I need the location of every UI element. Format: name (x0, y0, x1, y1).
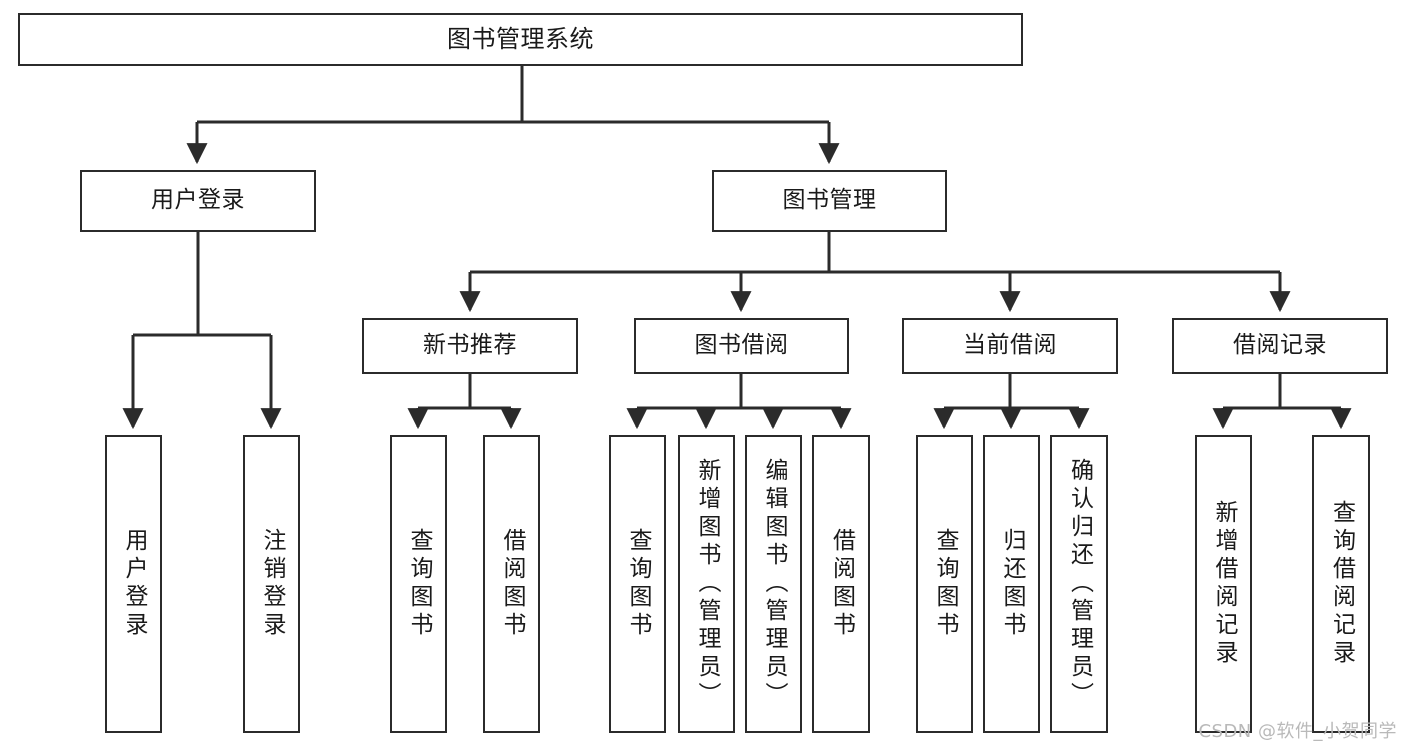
node-leaf-add-book-admin-label: 新增图书（管理员） (694, 458, 720, 710)
node-leaf-query-book-borrow-label: 查询图书 (625, 528, 651, 640)
node-current-borrow[interactable]: 当前借阅 (902, 318, 1118, 374)
node-leaf-return-book[interactable]: 归还图书 (983, 435, 1040, 733)
node-leaf-add-borrow-record-label: 新增借阅记录 (1211, 500, 1237, 668)
node-new-book-recommend[interactable]: 新书推荐 (362, 318, 578, 374)
node-leaf-borrow-book-recommend-label: 借阅图书 (499, 528, 525, 640)
node-book-borrow-label: 图书借阅 (694, 332, 789, 359)
node-leaf-edit-book-admin[interactable]: 编辑图书（管理员） (745, 435, 802, 733)
node-leaf-confirm-return-admin[interactable]: 确认归还（管理员） (1050, 435, 1108, 733)
node-leaf-query-book-borrow[interactable]: 查询图书 (609, 435, 666, 733)
node-leaf-logout-label: 注销登录 (259, 528, 285, 640)
node-leaf-borrow-book-label: 借阅图书 (828, 528, 855, 640)
node-leaf-confirm-return-admin-label: 确认归还（管理员） (1066, 458, 1093, 710)
node-root-label: 图书管理系统 (447, 25, 594, 54)
edge-group-current-borrow (933, 374, 1090, 430)
node-root[interactable]: 图书管理系统 (18, 13, 1023, 66)
edge-group-borrow-record (1212, 374, 1352, 430)
node-leaf-query-book-recommend[interactable]: 查询图书 (390, 435, 447, 733)
node-leaf-add-borrow-record[interactable]: 新增借阅记录 (1195, 435, 1252, 733)
node-leaf-borrow-book[interactable]: 借阅图书 (812, 435, 870, 733)
node-current-borrow-label: 当前借阅 (963, 332, 1057, 359)
node-user-login[interactable]: 用户登录 (80, 170, 316, 232)
node-new-book-recommend-label: 新书推荐 (423, 332, 517, 359)
node-leaf-logout[interactable]: 注销登录 (243, 435, 300, 733)
node-book-borrow[interactable]: 图书借阅 (634, 318, 849, 374)
node-borrow-record[interactable]: 借阅记录 (1172, 318, 1388, 374)
node-borrow-record-label: 借阅记录 (1233, 332, 1327, 359)
node-leaf-user-login[interactable]: 用户登录 (105, 435, 162, 733)
node-leaf-query-book-recommend-label: 查询图书 (406, 528, 432, 640)
node-leaf-query-borrow-record-label: 查询借阅记录 (1328, 500, 1355, 668)
node-leaf-edit-book-admin-label: 编辑图书（管理员） (761, 458, 787, 710)
node-leaf-return-book-label: 归还图书 (999, 528, 1025, 640)
edge-group-new-book-recommend (407, 374, 522, 430)
edge-group-root (186, 66, 840, 165)
node-book-manage-label: 图书管理 (782, 187, 877, 214)
node-leaf-add-book-admin[interactable]: 新增图书（管理员） (678, 435, 735, 733)
edge-group-book-manage (459, 232, 1291, 313)
node-leaf-query-book-current-label: 查询图书 (932, 528, 958, 640)
node-leaf-query-borrow-record[interactable]: 查询借阅记录 (1312, 435, 1370, 733)
watermark: CSDN @软件_小贺同学 (1198, 721, 1397, 742)
node-leaf-query-book-current[interactable]: 查询图书 (916, 435, 973, 733)
edge-group-book-borrow (626, 374, 852, 430)
node-user-login-label: 用户登录 (151, 187, 245, 214)
edge-group-user-login (122, 232, 282, 430)
node-book-manage[interactable]: 图书管理 (712, 170, 947, 232)
node-leaf-user-login-label: 用户登录 (121, 528, 147, 640)
node-leaf-borrow-book-recommend[interactable]: 借阅图书 (483, 435, 540, 733)
